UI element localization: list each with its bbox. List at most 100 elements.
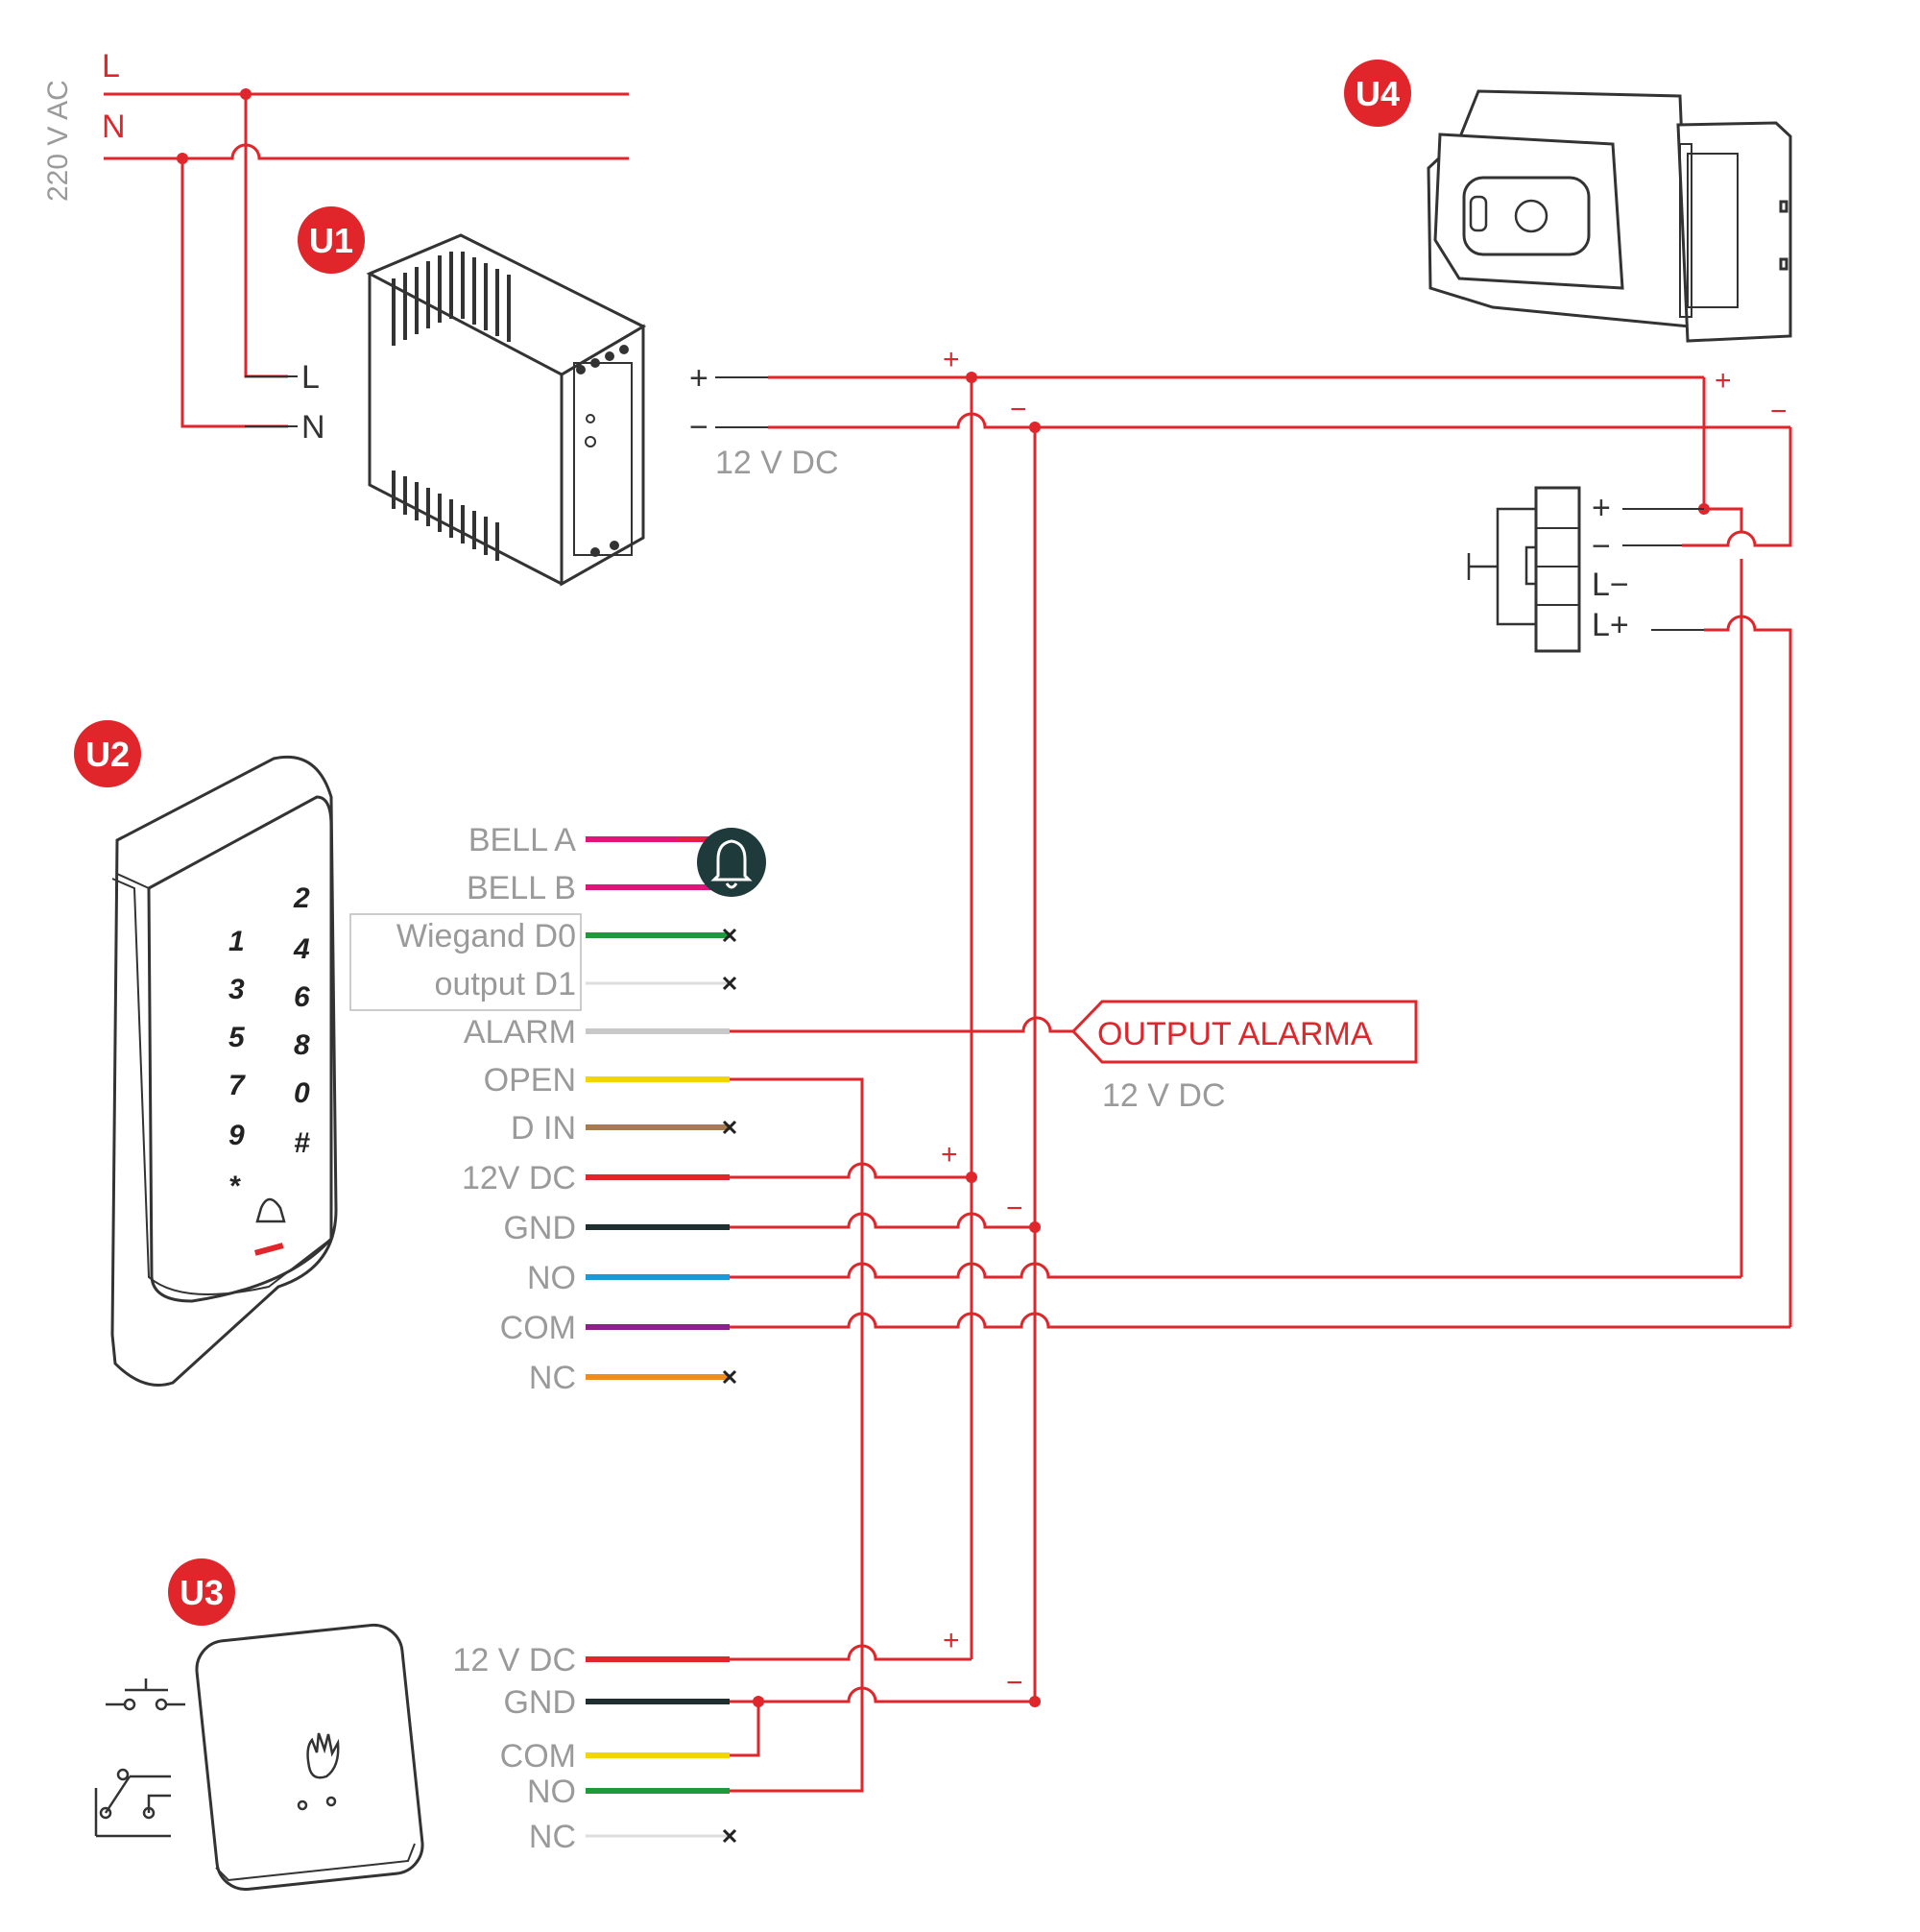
keypad-wire-label: Wiegand D0: [396, 918, 576, 954]
badge-u4-label: U4: [1356, 74, 1400, 113]
lock-terminal-minus: −: [1592, 528, 1611, 565]
lock-lplus-wire: [1704, 615, 1792, 1327]
psu-n-feed-wire: [180, 158, 288, 428]
lock-terminal-lminus: L−: [1592, 567, 1629, 603]
psu-n-terminal-label: N: [301, 409, 325, 446]
keypad-bell-key-icon[interactable]: [255, 1197, 286, 1223]
key-star[interactable]: *: [228, 1171, 241, 1202]
key-hash[interactable]: #: [294, 1127, 310, 1159]
badge-u3-label: U3: [180, 1573, 224, 1612]
mains-line-label: L: [102, 48, 120, 85]
exit-plus-sign: +: [943, 1625, 960, 1656]
not-connected-mark: [722, 928, 737, 943]
keypad-wire-label: COM: [500, 1310, 576, 1346]
psu-terminals: [576, 345, 629, 557]
lock-strike: [1676, 121, 1792, 343]
lock-strike-slot: [1679, 143, 1692, 318]
electric-lock-u4: U4 + − L− L+: [1344, 60, 1792, 1327]
lock-minus-feed: [1764, 427, 1792, 547]
top-minus-sign: −: [1010, 394, 1027, 425]
keypad-wire-label: NC: [529, 1360, 576, 1396]
key-2[interactable]: 2: [293, 882, 310, 914]
keypad-keys-left: 1 3 5 7 9 *: [228, 926, 246, 1202]
keypad-bus-wires: + −: [730, 1077, 1790, 1793]
keypad-wire-label: D IN: [511, 1110, 576, 1147]
bell-icon: [710, 839, 753, 889]
keypad-side: [116, 840, 150, 889]
alarm-output-tag: [1070, 1000, 1418, 1064]
keypad-base-frame: [111, 878, 332, 1295]
doorbell: [677, 828, 766, 897]
key-8[interactable]: 8: [294, 1029, 310, 1061]
lock-strike-window: [1687, 153, 1739, 308]
exit-com-link: [730, 1702, 760, 1757]
badge-u1: [298, 206, 365, 274]
psu-label-window: [573, 362, 633, 556]
exit-minus-sign: −: [1006, 1667, 1023, 1699]
lock-screw-a: [1779, 200, 1788, 213]
exit-button-bezel: [215, 1843, 416, 1882]
key-9[interactable]: 9: [228, 1120, 245, 1151]
keypad-wire-label: GND: [503, 1210, 576, 1246]
mains-neutral-label: N: [102, 109, 126, 145]
junction-dot: [966, 1171, 977, 1183]
mains-voltage-label: 220 V AC: [42, 80, 74, 202]
not-connected-mark: [722, 976, 737, 991]
lock-plus-sign: +: [1715, 365, 1732, 397]
lock-plus-to-no: [1704, 507, 1743, 532]
exit-wire-label: 12 V DC: [453, 1642, 577, 1678]
key-5[interactable]: 5: [228, 1022, 246, 1053]
key-6[interactable]: 6: [294, 981, 310, 1013]
dc-bus: + − + −: [768, 344, 1792, 1702]
psu-l-terminal-label: L: [301, 359, 320, 396]
key-1[interactable]: 1: [228, 926, 245, 957]
key-3[interactable]: 3: [228, 974, 245, 1005]
lock-terminal-plus: +: [1592, 490, 1611, 526]
junction-dot: [1029, 1221, 1041, 1233]
keypad-wire-list: BELL A BELL B Wiegand D0 output D1 ALARM OPEN…: [396, 822, 737, 1396]
alarm-output: OUTPUT ALARMA 12 V DC: [730, 1000, 1418, 1114]
keypad-u2: U2 1 3 5 7 9 * 2 4 6 8 0 #: [74, 720, 582, 1387]
exit-12v-wire: [730, 1644, 972, 1661]
keypad-wire-label: BELL A: [468, 822, 576, 858]
lock-minus-sign: −: [1770, 396, 1788, 427]
badge-u1-label: U1: [309, 221, 353, 260]
keypad-wire-label: BELL B: [467, 870, 576, 906]
keypad-plus-sign: +: [941, 1139, 958, 1171]
wiegand-group-box: [349, 913, 582, 1011]
psu-l-feed-wire: [244, 94, 288, 378]
alarm-output-label: OUTPUT ALARMA: [1097, 1016, 1373, 1052]
alarm-output-voltage: 12 V DC: [1102, 1077, 1226, 1114]
hand-icon: [306, 1732, 340, 1779]
lock-terminal-block: [1467, 486, 1581, 653]
exit-led-b: [325, 1796, 337, 1807]
not-connected-mark: [722, 1369, 737, 1385]
psu-minus-label: −: [689, 409, 708, 446]
psu-trimmer: [585, 436, 596, 447]
badge-u4: [1344, 60, 1411, 127]
keypad-12v-wire: [730, 1162, 972, 1179]
exit-gnd-wire: [730, 1686, 1035, 1703]
lock-keyhole-plate: [1462, 176, 1591, 256]
exit-led-a: [297, 1799, 308, 1811]
top-plus-sign: +: [943, 344, 960, 375]
exit-wire-label: GND: [503, 1684, 576, 1721]
keypad-front: [147, 795, 333, 1303]
alarm-wire: [730, 1016, 1073, 1033]
psu-plus-label: +: [689, 360, 708, 397]
key-4[interactable]: 4: [293, 933, 310, 965]
exit-button-u3: U3: [94, 1558, 424, 1892]
lock-cylinder-icon: [1514, 199, 1548, 233]
exit-bus-wires: + −: [730, 1625, 1041, 1757]
exit-wire-label: COM: [500, 1738, 576, 1775]
minus-rail: [768, 412, 1790, 429]
not-connected-mark: [722, 1120, 737, 1135]
key-0[interactable]: 0: [294, 1077, 310, 1109]
keypad-wire-label: output D1: [435, 966, 576, 1002]
keypad-wire-label: OPEN: [484, 1062, 576, 1099]
exit-wire-label: NC: [529, 1819, 576, 1855]
keypad-wire-label: ALARM: [464, 1014, 576, 1051]
key-7[interactable]: 7: [228, 1070, 246, 1101]
